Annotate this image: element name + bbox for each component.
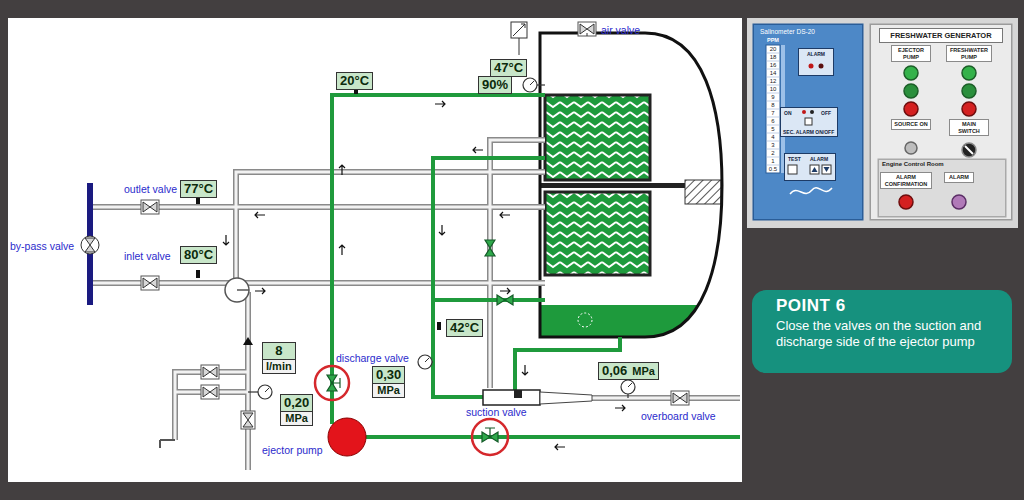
- tag-text: ALARM: [946, 174, 972, 181]
- pressure-box: 0,30MPa: [372, 366, 405, 398]
- switch-caption: SEC. ALARM ON/OFF: [783, 129, 834, 135]
- scale-number: 6: [766, 117, 780, 125]
- reading-value: 0,20: [284, 396, 309, 410]
- button-tag: ALARM CONFIRMATION: [880, 172, 932, 189]
- indicator-label: ALARM: [799, 51, 833, 57]
- reading-value: 42°C: [450, 321, 479, 335]
- scale-number: 12: [766, 77, 780, 85]
- flow-box: 8l/min: [262, 342, 296, 374]
- salinometer-panel: Salinometer DS-20ALARM ON OFF SEC. ALARM ON…: [753, 24, 863, 220]
- valve-label: air valve: [601, 24, 640, 36]
- button-label: TEST: [788, 156, 801, 162]
- reading-value: 0,06: [602, 364, 627, 378]
- scale-number: 9: [766, 93, 780, 101]
- scale-number: 2: [766, 149, 780, 157]
- valve-label: by-pass valve: [10, 240, 74, 252]
- valve-label: discharge valve: [336, 352, 409, 364]
- reading-unit: l/min: [263, 359, 295, 373]
- scale-number: 1: [766, 157, 780, 165]
- button-tag: ALARM: [944, 172, 974, 183]
- step-heading: POINT 6: [776, 296, 1004, 316]
- panel-title: FRESHWATER GENERATOR: [879, 28, 1003, 43]
- reading-unit: MPa: [373, 383, 404, 397]
- scale-number: 14: [766, 69, 780, 77]
- tag-text: FRESHWATER PUMP: [948, 47, 990, 60]
- button-box: TEST ALARM: [784, 153, 836, 181]
- reading-value: 0,30: [376, 368, 401, 382]
- vacuum-box: 90%: [478, 76, 512, 94]
- scale-number: 4: [766, 133, 780, 141]
- scale-number: 0.5: [766, 165, 780, 173]
- pressure-box: 0,06 MPa: [598, 362, 659, 380]
- valve-label: suction valve: [466, 406, 527, 418]
- reading-value: 20°C: [340, 74, 369, 88]
- reading-unit: MPa: [281, 411, 312, 425]
- panel-title: Salinometer DS-20: [760, 28, 815, 36]
- scale-number: 8: [766, 101, 780, 109]
- reading-value: 80°C: [184, 248, 213, 262]
- reading-value: 8: [266, 344, 292, 358]
- tag-text: EJECTOR PUMP: [893, 47, 929, 60]
- scale-number: 18: [766, 53, 780, 61]
- scale-number: 3: [766, 141, 780, 149]
- step-instruction: Close the valves on the suction and disc…: [776, 318, 1004, 350]
- sub-panel: Engine Control RoomALARM CONFIRMATION ALA…: [878, 159, 1006, 217]
- scale-unit: PPM: [766, 37, 780, 44]
- temperature-box: 42°C: [446, 319, 483, 337]
- button-tag: FRESHWATER PUMP: [946, 45, 992, 62]
- button-label: ALARM: [810, 156, 828, 162]
- pressure-box: 0,20MPa: [280, 394, 313, 426]
- reading-unit: MPa: [632, 364, 655, 378]
- tag-text: SOURCE ON: [893, 121, 929, 128]
- sub-panel-title: Engine Control Room: [879, 160, 1005, 169]
- temperature-box: 20°C: [336, 72, 373, 90]
- button-tag: MAIN SWITCH: [949, 119, 989, 136]
- temperature-box: 47°C: [490, 59, 527, 77]
- scale-number: 7: [766, 109, 780, 117]
- alarm-indicator: ALARM: [798, 48, 834, 76]
- switch-label: ON: [784, 110, 792, 116]
- button-tag: SOURCE ON: [891, 119, 931, 130]
- button-tag: EJECTOR PUMP: [891, 45, 931, 62]
- control-panel: FRESHWATER GENERATOR EJECTOR PUMP FRESHWAT…: [870, 24, 1012, 220]
- tag-text: MAIN SWITCH: [951, 121, 987, 134]
- scale-number: 20: [766, 45, 780, 53]
- reading-value: 90%: [482, 78, 508, 92]
- reading-value: 47°C: [494, 61, 523, 75]
- pump-label: ejector pump: [262, 444, 323, 456]
- switch-box: ON OFF SEC. ALARM ON/OFF: [780, 107, 838, 137]
- tag-text: ALARM CONFIRMATION: [882, 174, 930, 187]
- scale-number: 16: [766, 61, 780, 69]
- step-callout: POINT 6Close the valves on the suction a…: [752, 290, 1012, 373]
- switch-label: OFF: [821, 110, 831, 116]
- valve-label: overboard valve: [641, 410, 716, 422]
- scale-number: 5: [766, 125, 780, 133]
- scale-number: 10: [766, 85, 780, 93]
- valve-label: outlet valve: [124, 183, 177, 195]
- valve-label: inlet valve: [124, 250, 171, 262]
- temperature-box: 80°C: [180, 246, 217, 264]
- reading-value: 77°C: [184, 182, 213, 196]
- temperature-box: 77°C: [180, 180, 217, 198]
